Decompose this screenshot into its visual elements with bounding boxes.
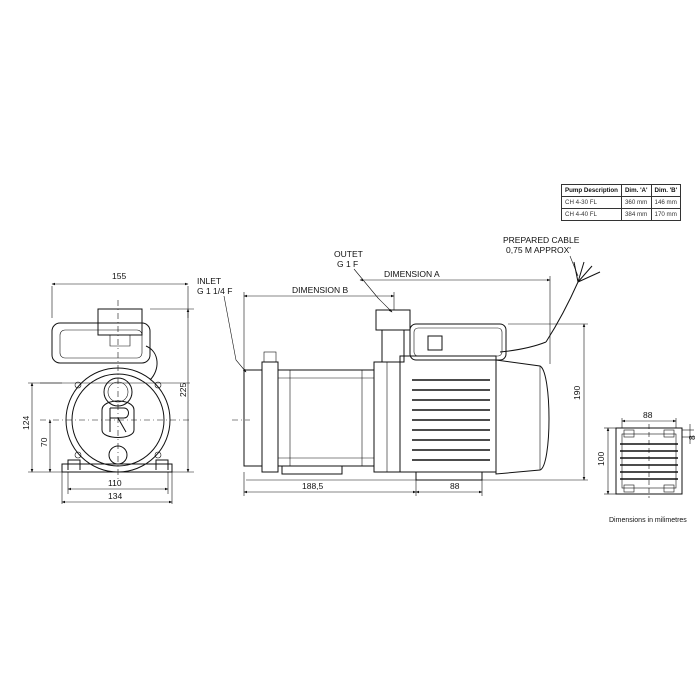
table-row: CH 4-30 FL 360 mm 146 mm <box>561 196 682 209</box>
dim-base-width: 88 <box>643 410 653 420</box>
table-cell: 360 mm <box>620 196 652 209</box>
cable-label-line1: PREPARED CABLE <box>503 235 580 245</box>
table-header-row: Pump Description Dim. 'A' Dim. 'B' <box>561 184 682 197</box>
dim-front-inlet-height: 70 <box>39 437 49 447</box>
outlet-title: OUTET <box>334 249 363 259</box>
base-view <box>615 424 683 498</box>
dimension-b-label: DIMENSION B <box>292 285 349 295</box>
dim-front-base-width: 110 <box>108 478 122 488</box>
table-cell: CH 4-40 FL <box>561 208 622 221</box>
base-dimensions: 88 100 8 <box>596 410 697 495</box>
dim-base-depth: 100 <box>596 452 606 466</box>
dim-front-width-top: 155 <box>112 271 126 281</box>
inlet-title: INLET <box>197 276 221 286</box>
dim-side-length-left: 188,5 <box>302 481 324 491</box>
table-row: CH 4-40 FL 384 mm 170 mm <box>561 208 682 221</box>
dim-side-height: 190 <box>572 386 582 400</box>
dim-side-length-right: 88 <box>450 481 460 491</box>
dim-base-slot: 8 <box>687 435 697 440</box>
cable-label-line2: 0,75 M APPROX' <box>506 245 571 255</box>
inlet-size: G 1 1/4 F <box>197 286 232 296</box>
side-labels: OUTET G 1 F INLET G 1 1/4 F DIMENSION A … <box>197 235 580 373</box>
units-note: Dimensions in milimetres <box>609 517 687 524</box>
table-header-cell: Dim. 'B' <box>650 184 682 197</box>
table-cell: CH 4-30 FL <box>561 196 622 209</box>
table-cell: 146 mm <box>650 196 682 209</box>
table-cell: 384 mm <box>620 208 652 221</box>
dimension-a-label: DIMENSION A <box>384 269 440 279</box>
dim-front-overall-width: 134 <box>108 491 122 501</box>
table-header-cell: Dim. 'A' <box>620 184 652 197</box>
dim-front-height-total: 225 <box>178 383 188 397</box>
table-cell: 170 mm <box>650 208 682 221</box>
motor-cooling-fins <box>412 379 490 461</box>
side-dimensions: 188,5 88 190 <box>243 323 588 496</box>
front-view <box>40 300 190 480</box>
pump-dimension-table: Pump Description Dim. 'A' Dim. 'B' CH 4-… <box>561 184 682 221</box>
side-view <box>232 261 601 481</box>
front-dimensions: 155 225 124 70 110 134 <box>21 271 194 504</box>
table-header-cell: Pump Description <box>561 184 622 197</box>
dim-front-height-axis: 124 <box>21 416 31 430</box>
outlet-size: G 1 F <box>337 259 358 269</box>
